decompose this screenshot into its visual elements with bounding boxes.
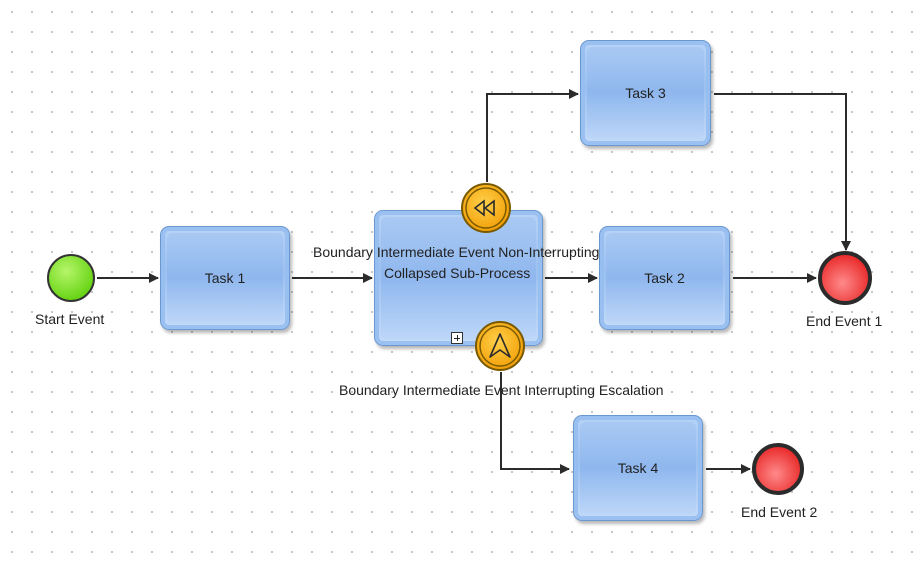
flow-escalation-to-task4[interactable]: [500, 372, 570, 474]
task-1[interactable]: Task 1: [160, 226, 290, 330]
task-4-label: Task 4: [617, 460, 659, 476]
task-1-label: Task 1: [204, 270, 246, 286]
start-event-circle[interactable]: [47, 254, 95, 302]
end-event-1-circle[interactable]: [818, 251, 872, 305]
end-event-2-circle[interactable]: [752, 443, 804, 495]
task-3-label: Task 3: [625, 85, 666, 101]
escalation-event-label: Boundary Intermediate Event Interrupting…: [339, 382, 664, 398]
task-4[interactable]: Task 4: [573, 415, 703, 521]
flow-compensation-to-task3[interactable]: [486, 89, 579, 182]
task-2[interactable]: Task 2: [599, 226, 730, 330]
subprocess-label-line-1: Boundary Intermediate Event Non-Interrup…: [313, 244, 600, 260]
subprocess-label-line-2: Collapsed Sub-Process: [384, 265, 531, 281]
flow-task3-to-end1[interactable]: [714, 93, 851, 251]
task-3[interactable]: Task 3: [580, 40, 711, 146]
start-event-label: Start Event: [35, 311, 105, 327]
task-2-label: Task 2: [644, 270, 685, 286]
sequence-flows: [97, 89, 851, 474]
subprocess-collapse-marker-icon[interactable]: [451, 332, 463, 344]
collapsed-subprocess[interactable]: [374, 210, 543, 346]
end-event-2-label: End Event 2: [741, 504, 818, 520]
end-event-1-label: End Event 1: [806, 313, 883, 329]
